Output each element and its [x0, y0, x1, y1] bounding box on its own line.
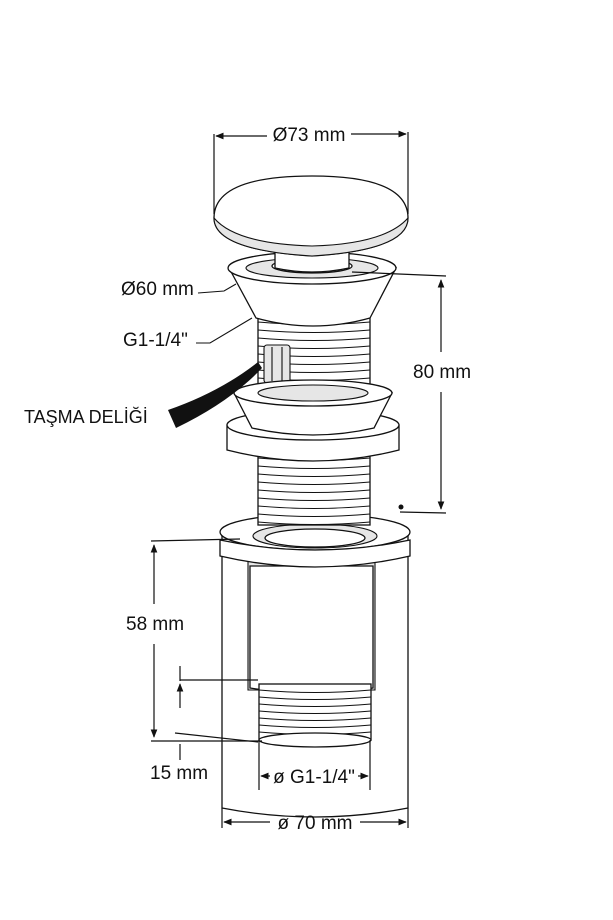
lower-body [219, 513, 411, 818]
top-flange [227, 249, 398, 327]
labels: Ø73 mm Ø60 mm G1-1/4" TAŞMA DELİĞİ 80 mm… [24, 125, 471, 834]
drain-illustration [168, 175, 411, 818]
dimension-lines [150, 130, 447, 828]
height-marker-dot [398, 504, 404, 510]
body-diameter-label: ø 70 mm [278, 813, 353, 834]
overflow-hole-label: TAŞMA DELİĞİ [24, 406, 148, 427]
cap [213, 175, 409, 257]
flange-diameter-label: Ø60 mm [121, 279, 194, 300]
conical-washer [232, 379, 394, 436]
thread-length-label: 15 mm [150, 763, 208, 784]
thread-top-label: G1-1/4" [123, 330, 188, 351]
overflow-pointer [168, 362, 262, 428]
cap-diameter-label: Ø73 mm [273, 125, 346, 146]
body-height-label: 58 mm [126, 614, 184, 635]
bottom-thread [258, 683, 372, 748]
total-height-label: 80 mm [413, 362, 471, 383]
thread-bottom-label: ø G1-1/4" [273, 767, 355, 788]
